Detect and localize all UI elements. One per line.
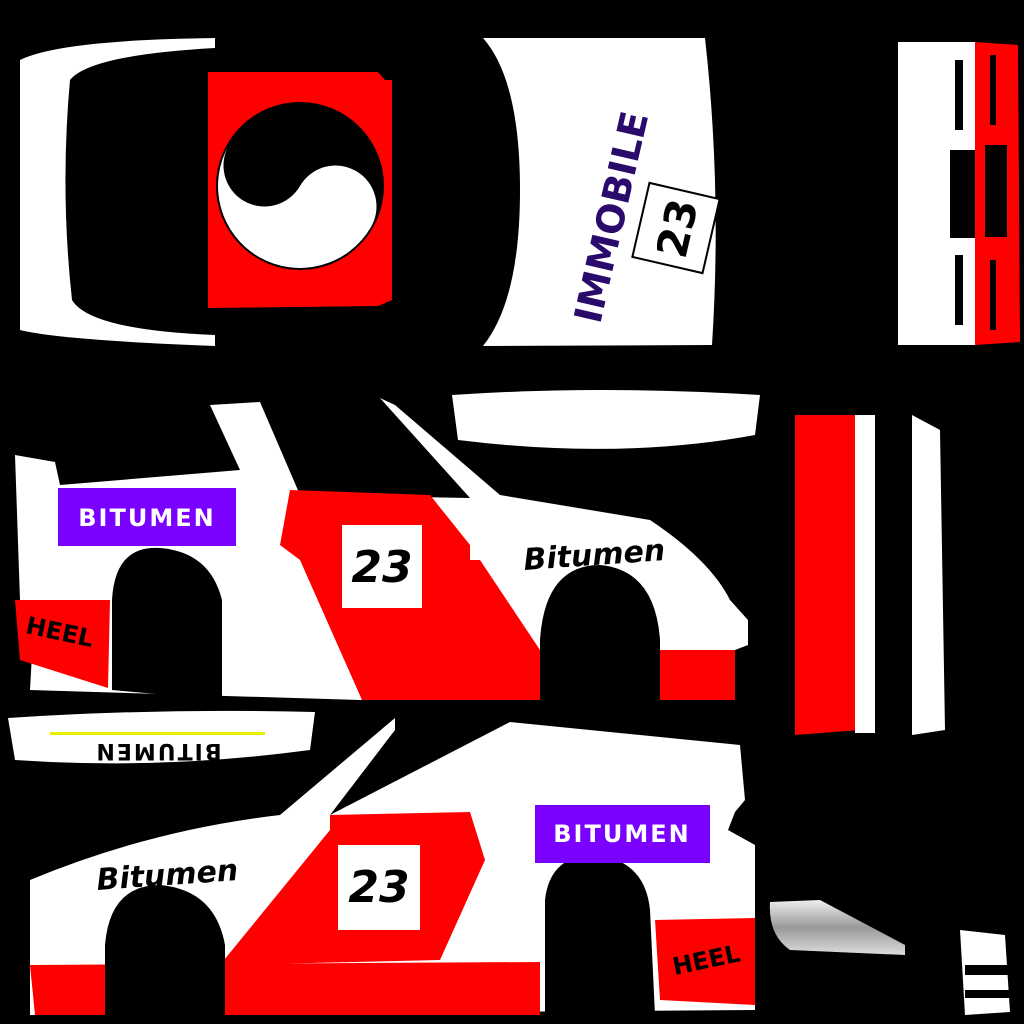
hood-number-box: 23 [631,181,721,275]
spoiler-panel: BITUMEN [8,710,315,764]
hood-panel: IMMOBILE 23 [483,38,721,346]
number-box-left [342,525,422,608]
rear-panel [898,42,1020,345]
yin-yang-icon [216,102,384,270]
number-box-right [338,845,420,930]
number-right: 23 [348,862,409,913]
spoiler-sponsor-mirrored: BITUMEN [94,738,221,763]
side-panel-left: BITUMEN 23 Bitumen HEEL [15,398,748,700]
sponsor-box-left [58,488,236,546]
sponsor-bitumen-right: BITUMEN [553,820,690,848]
windshield-strip [452,390,760,449]
number-left: 23 [351,542,412,593]
side-panel-right: BITUMEN 23 Bitumen HEEL [30,718,755,1015]
chrome-trim [769,900,905,955]
roof-panel [20,38,392,346]
rear-bumper-panel [795,415,945,735]
sponsor-box-right [535,805,710,863]
sponsor-bitumen-left: BITUMEN [78,504,215,532]
